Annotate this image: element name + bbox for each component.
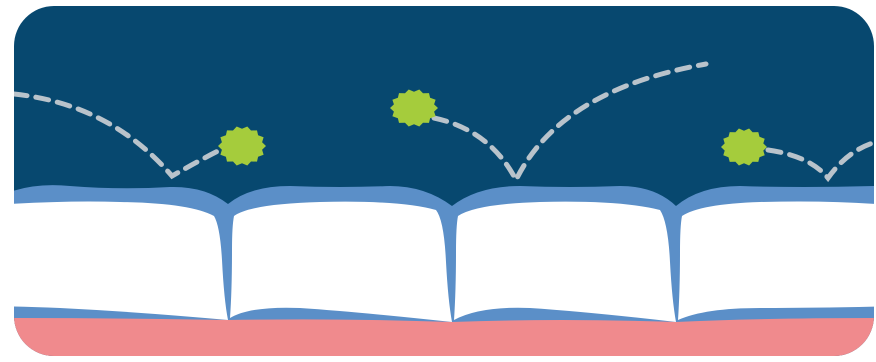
tooth [678, 202, 876, 321]
tooth [454, 202, 676, 322]
teeth-row [0, 202, 876, 323]
tooth [0, 202, 228, 321]
tooth [230, 202, 452, 322]
